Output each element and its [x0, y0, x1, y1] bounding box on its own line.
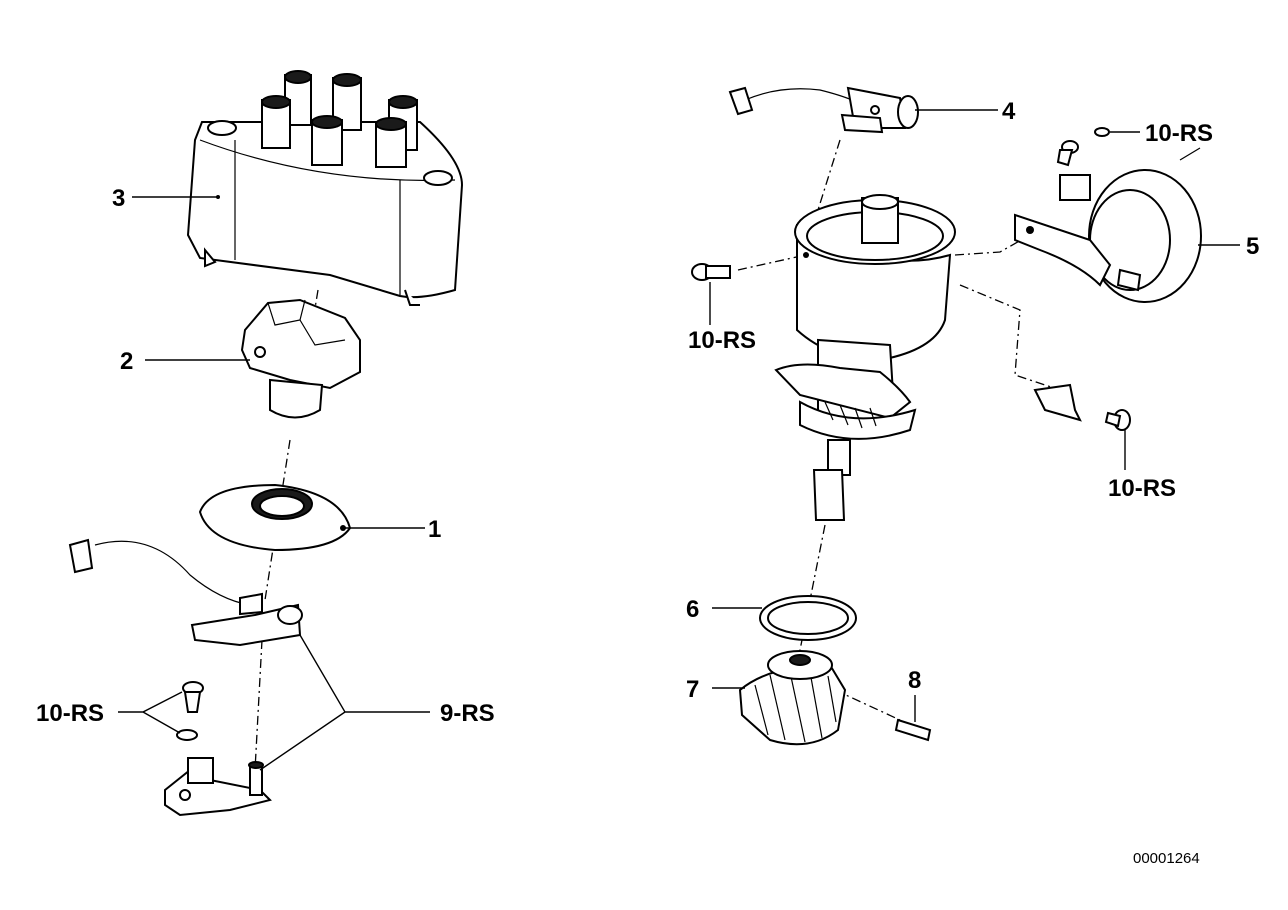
callout-label-10-left: 10-RS — [36, 700, 104, 727]
screw-vacuum-top — [1056, 127, 1110, 167]
callout-label-7: 7 — [686, 676, 699, 703]
gear-pin — [894, 718, 932, 742]
vacuum-advance-unit — [1014, 147, 1202, 303]
mounting-bracket — [1033, 383, 1131, 431]
rotor — [240, 298, 361, 419]
screw-housing — [691, 263, 731, 281]
drive-gear — [738, 650, 847, 746]
screw-left — [176, 681, 204, 741]
callout-label-9: 9-RS — [440, 700, 495, 727]
distributor-housing — [774, 194, 956, 521]
callout-label-10-top: 10-RS — [1145, 120, 1213, 147]
distributor-cap — [186, 70, 464, 306]
callout-label-4: 4 — [1002, 98, 1016, 125]
callout-label-6: 6 — [686, 596, 699, 623]
callout-label-8: 8 — [908, 667, 921, 694]
callout-label-3: 3 — [112, 185, 125, 212]
document-number: 00001264 — [1133, 850, 1200, 867]
callout-10-left-leader — [118, 691, 183, 734]
vacuum-axis — [954, 234, 1031, 256]
bracket-axis — [959, 284, 1061, 391]
callout-label-10-bottom: 10-RS — [1108, 475, 1176, 502]
callout-9-leader — [259, 634, 430, 771]
dust-shield — [198, 483, 352, 552]
callout-label-1: 1 — [428, 516, 441, 543]
callout-label-5: 5 — [1246, 233, 1259, 260]
hall-sensor — [728, 86, 919, 134]
contact-breaker-points — [68, 538, 303, 647]
breaker-base-plate — [164, 757, 272, 817]
o-ring — [759, 595, 857, 641]
pin-axis — [834, 689, 901, 721]
callout-label-10-mid: 10-RS — [688, 327, 756, 354]
callout-label-2: 2 — [120, 348, 133, 375]
